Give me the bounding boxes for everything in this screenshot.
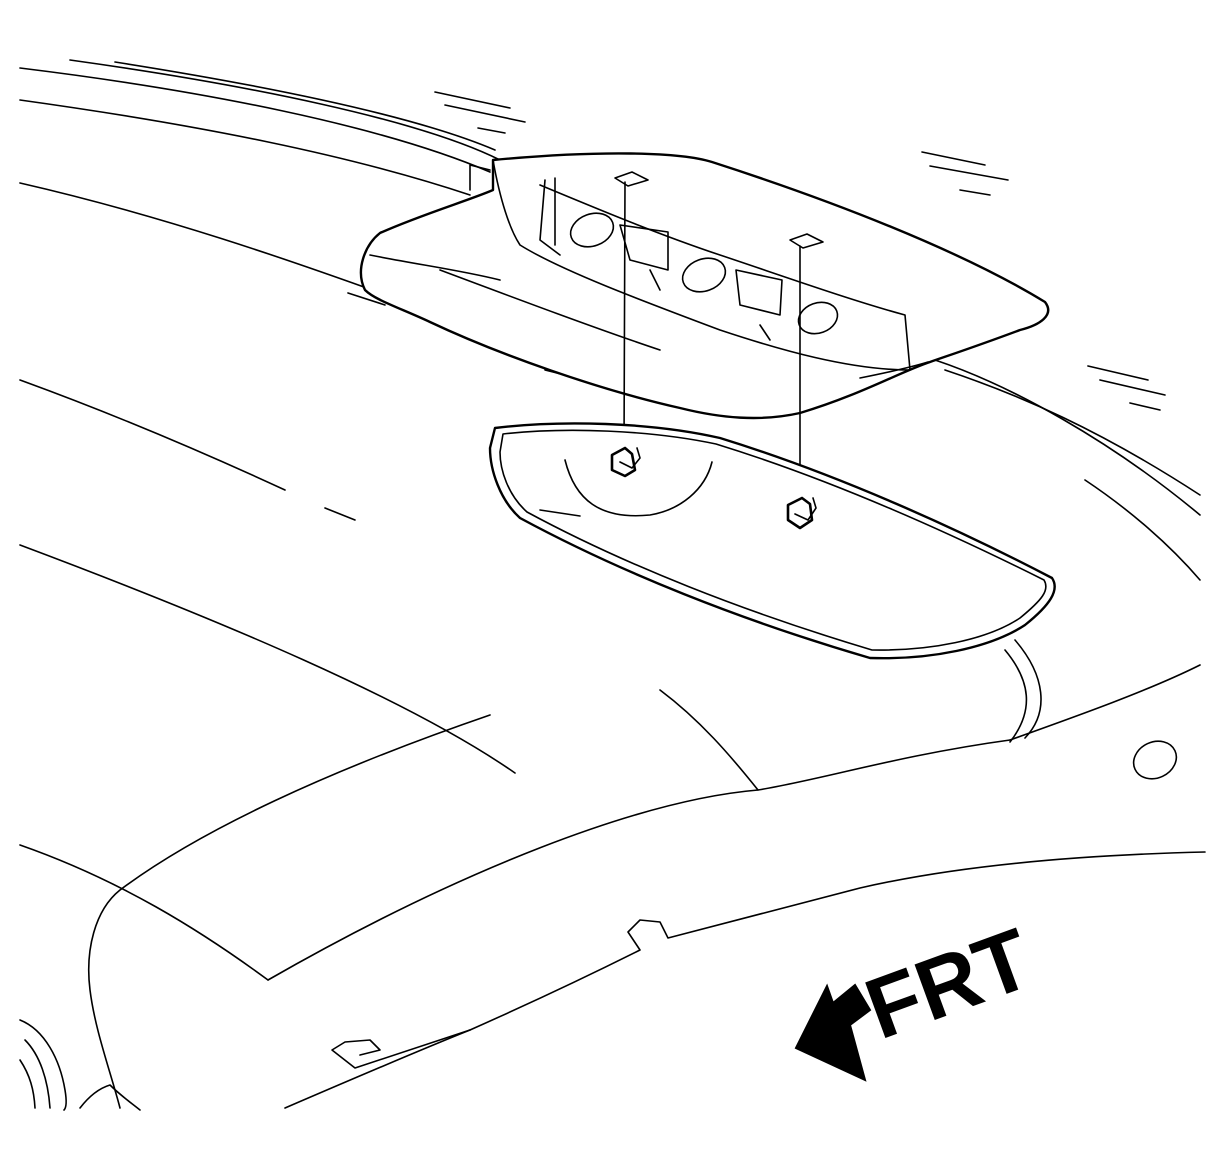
- lamp-base-plate: [488, 422, 1056, 660]
- arrow-front-icon: [794, 983, 872, 1082]
- alignment-leaders: [623, 181, 801, 501]
- frt-label: FRT: [854, 910, 1044, 1057]
- front-direction-indicator: FRT: [794, 910, 1044, 1082]
- roof-panel: [19, 59, 1206, 1111]
- lamp-housing: [359, 152, 1050, 420]
